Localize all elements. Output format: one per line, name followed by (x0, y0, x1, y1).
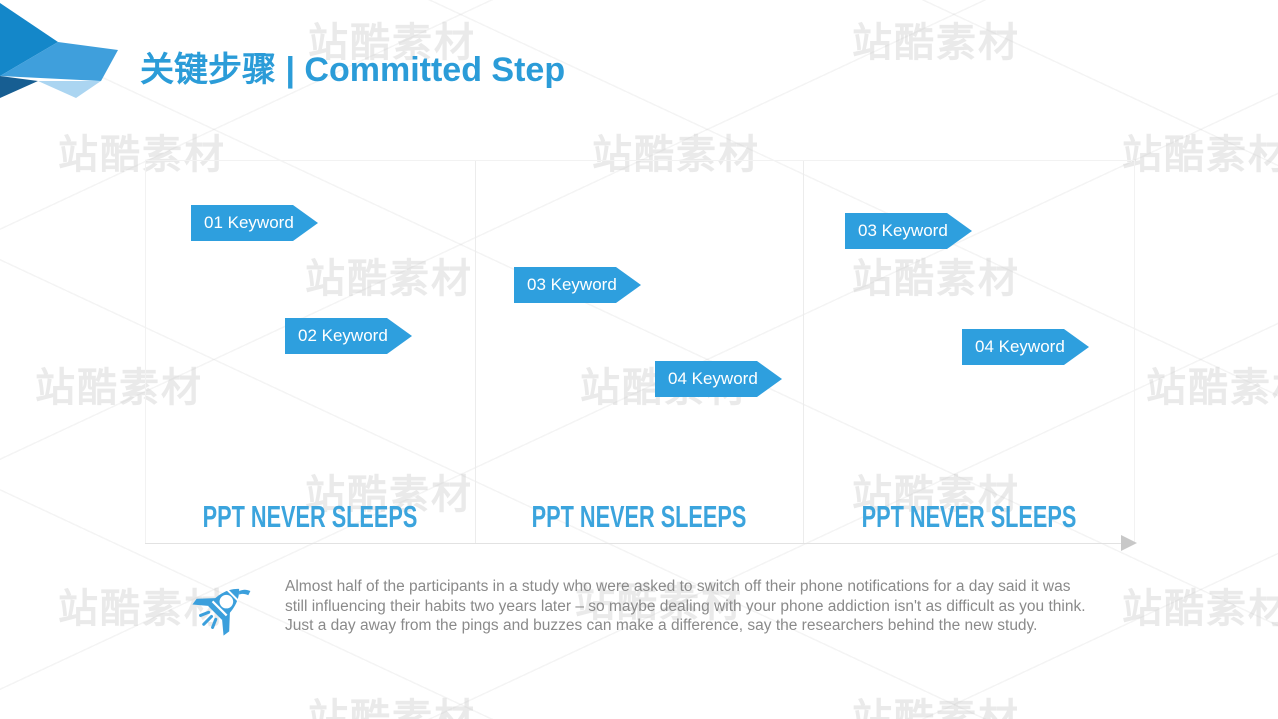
keyword-tag-04: 04 Keyword (655, 361, 782, 397)
keyword-tag-02: 02 Keyword (285, 318, 412, 354)
keyword-tag-03: 03 Keyword (514, 267, 641, 303)
keyword-tag-01: 01 Keyword (191, 205, 318, 241)
watermark-text: 站酷素材 (308, 697, 476, 719)
watermark-text: 站酷素材 (852, 697, 1020, 719)
footer-note-line: Almost half of the participants in a stu… (285, 578, 1071, 595)
watermark-text: 站酷素材 (1122, 587, 1278, 631)
column-divider (803, 161, 804, 543)
watermark-text: 站酷素材 (1122, 133, 1278, 177)
keyword-tag-06: 04 Keyword (962, 329, 1089, 365)
watermark-text: 站酷素材 (852, 21, 1020, 65)
rocket-icon (192, 588, 251, 636)
timeline-arrow-icon (1121, 535, 1137, 551)
page-title: 关键步骤 | Committed Step (140, 51, 566, 89)
column-heading: PPT NEVER SLEEPS (531, 499, 747, 534)
watermark-text: 站酷素材 (1146, 366, 1278, 410)
paper-plane-logo-icon (0, 3, 118, 98)
footer-note-line: Just a day away from the pings and buzze… (285, 617, 1038, 635)
footer-note: Almost half of the participants in a stu… (285, 577, 1095, 636)
content-panel (145, 160, 1135, 543)
footer-note-line: still influencing their habits two years… (285, 597, 1086, 615)
keyword-tag-05: 03 Keyword (845, 213, 972, 249)
timeline-line (145, 543, 1121, 544)
column-heading: PPT NEVER SLEEPS (861, 499, 1077, 534)
column-divider (475, 161, 476, 543)
column-heading: PPT NEVER SLEEPS (202, 499, 418, 534)
